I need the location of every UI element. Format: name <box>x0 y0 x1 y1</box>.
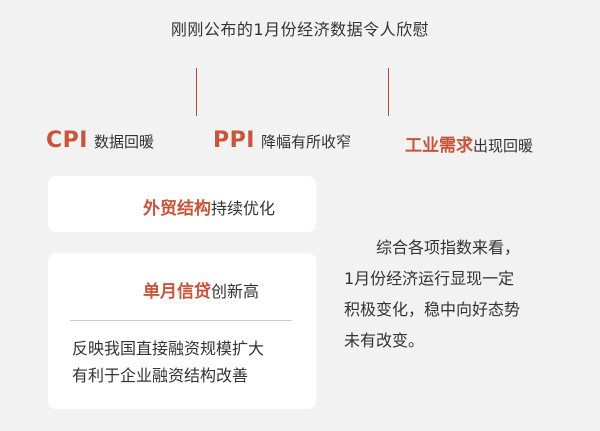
trade-card-label: 持续优化 <box>211 199 276 218</box>
trade-card-key: 外贸结构 <box>143 199 211 219</box>
credit-card-body-line: 有利于企业融资结构改善 <box>72 366 249 385</box>
trade-card: 外贸结构持续优化 <box>48 176 316 232</box>
connector-line-right <box>388 68 389 116</box>
category-cpi-label: 数据回暖 <box>93 133 154 151</box>
summary-line: 1月份经济运行显现一定 <box>344 269 515 288</box>
page-title: 刚刚公布的1月份经济数据令人欣慰 <box>170 20 430 39</box>
summary-line: 综合各项指数来看， <box>344 238 521 257</box>
credit-card-divider <box>70 320 292 321</box>
credit-card-headline: 单月信贷创新高 <box>143 277 259 302</box>
category-cpi-key: CPI <box>46 128 88 153</box>
credit-card-label: 创新高 <box>211 282 260 301</box>
category-industry-label: 出现回暖 <box>473 137 534 155</box>
category-ppi: PPI 降幅有所收窄 <box>213 128 351 153</box>
credit-card-body-line: 反映我国直接融资规模扩大 <box>72 339 265 358</box>
category-industry-key: 工业需求 <box>405 136 473 156</box>
summary-line: 未有改变。 <box>344 331 425 350</box>
connector-line-left <box>196 68 197 116</box>
category-cpi: CPI 数据回暖 <box>46 128 154 153</box>
category-ppi-label: 降幅有所收窄 <box>260 133 351 151</box>
credit-card: 单月信贷创新高 反映我国直接融资规模扩大 有利于企业融资结构改善 <box>48 253 316 409</box>
category-industry: 工业需求出现回暖 <box>405 131 533 156</box>
summary-line: 积极变化，稳中向好态势 <box>344 300 521 319</box>
category-ppi-key: PPI <box>213 128 255 153</box>
credit-card-key: 单月信贷 <box>143 282 211 302</box>
trade-card-headline: 外贸结构持续优化 <box>143 194 275 219</box>
credit-card-body: 反映我国直接融资规模扩大 有利于企业融资结构改善 <box>72 335 264 389</box>
summary-text: 综合各项指数来看， 1月份经济运行显现一定 积极变化，稳中向好态势 未有改变。 <box>344 232 520 356</box>
